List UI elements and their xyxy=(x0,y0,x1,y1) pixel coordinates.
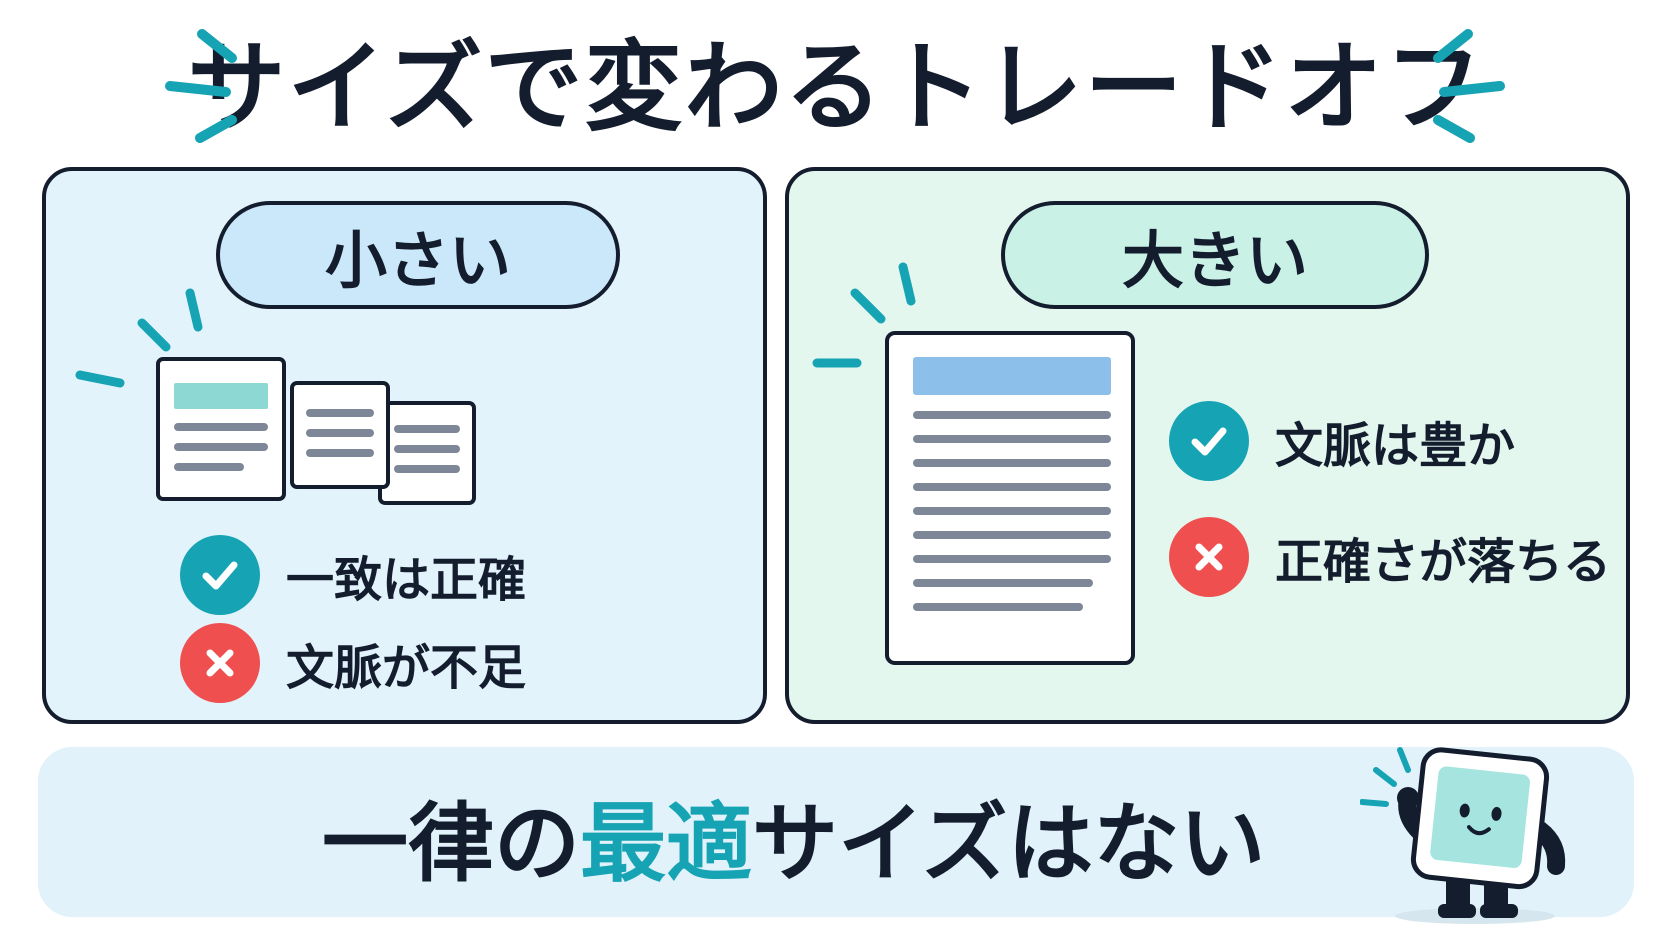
small-pro-item: 一致は正確 xyxy=(180,535,526,615)
small-doc-back xyxy=(378,401,476,505)
small-doc-front xyxy=(156,357,286,501)
conclusion-text: 一律の最適サイズはない xyxy=(322,790,1265,894)
small-pro-text: 一致は正確 xyxy=(286,552,527,608)
large-label-pill: 大きい xyxy=(1001,201,1429,309)
check-icon xyxy=(180,535,260,615)
conclusion-after: サイズはない xyxy=(752,793,1266,894)
small-chunk-panel: 小さい 一致は正確 文脈が不足 xyxy=(42,167,767,724)
large-pro-text: 文脈は豊か xyxy=(1275,418,1516,474)
check-icon xyxy=(1169,401,1249,481)
large-con-text: 正確さが落ちる xyxy=(1275,534,1612,590)
small-con-item: 文脈が不足 xyxy=(180,623,526,703)
small-label-pill: 小さい xyxy=(216,201,620,309)
small-con-text: 文脈が不足 xyxy=(286,640,527,696)
small-doc-middle xyxy=(290,381,390,489)
mascot-character-icon xyxy=(1360,747,1566,924)
cross-icon xyxy=(180,623,260,703)
conclusion-highlight: 最適 xyxy=(580,793,752,894)
large-doc xyxy=(885,331,1135,665)
title-burst-left-icon xyxy=(165,29,237,143)
large-chunk-panel: 大きい 文脈は豊か 正確さが落ちる xyxy=(785,167,1630,724)
small-docs-burst-icon xyxy=(75,288,203,388)
page-title: サイズで変わるトレードオフ xyxy=(187,31,1485,145)
conclusion-before: 一律の xyxy=(322,793,580,894)
large-doc-burst-icon xyxy=(812,262,916,368)
conclusion-banner: 一律の最適サイズはない xyxy=(38,747,1634,917)
large-pro-item: 文脈は豊か xyxy=(1169,401,1515,481)
large-con-item: 正確さが落ちる xyxy=(1169,517,1611,597)
title-burst-right-icon xyxy=(1433,29,1505,143)
title-area: サイズで変わるトレードオフ xyxy=(0,28,1672,148)
cross-icon xyxy=(1169,517,1249,597)
